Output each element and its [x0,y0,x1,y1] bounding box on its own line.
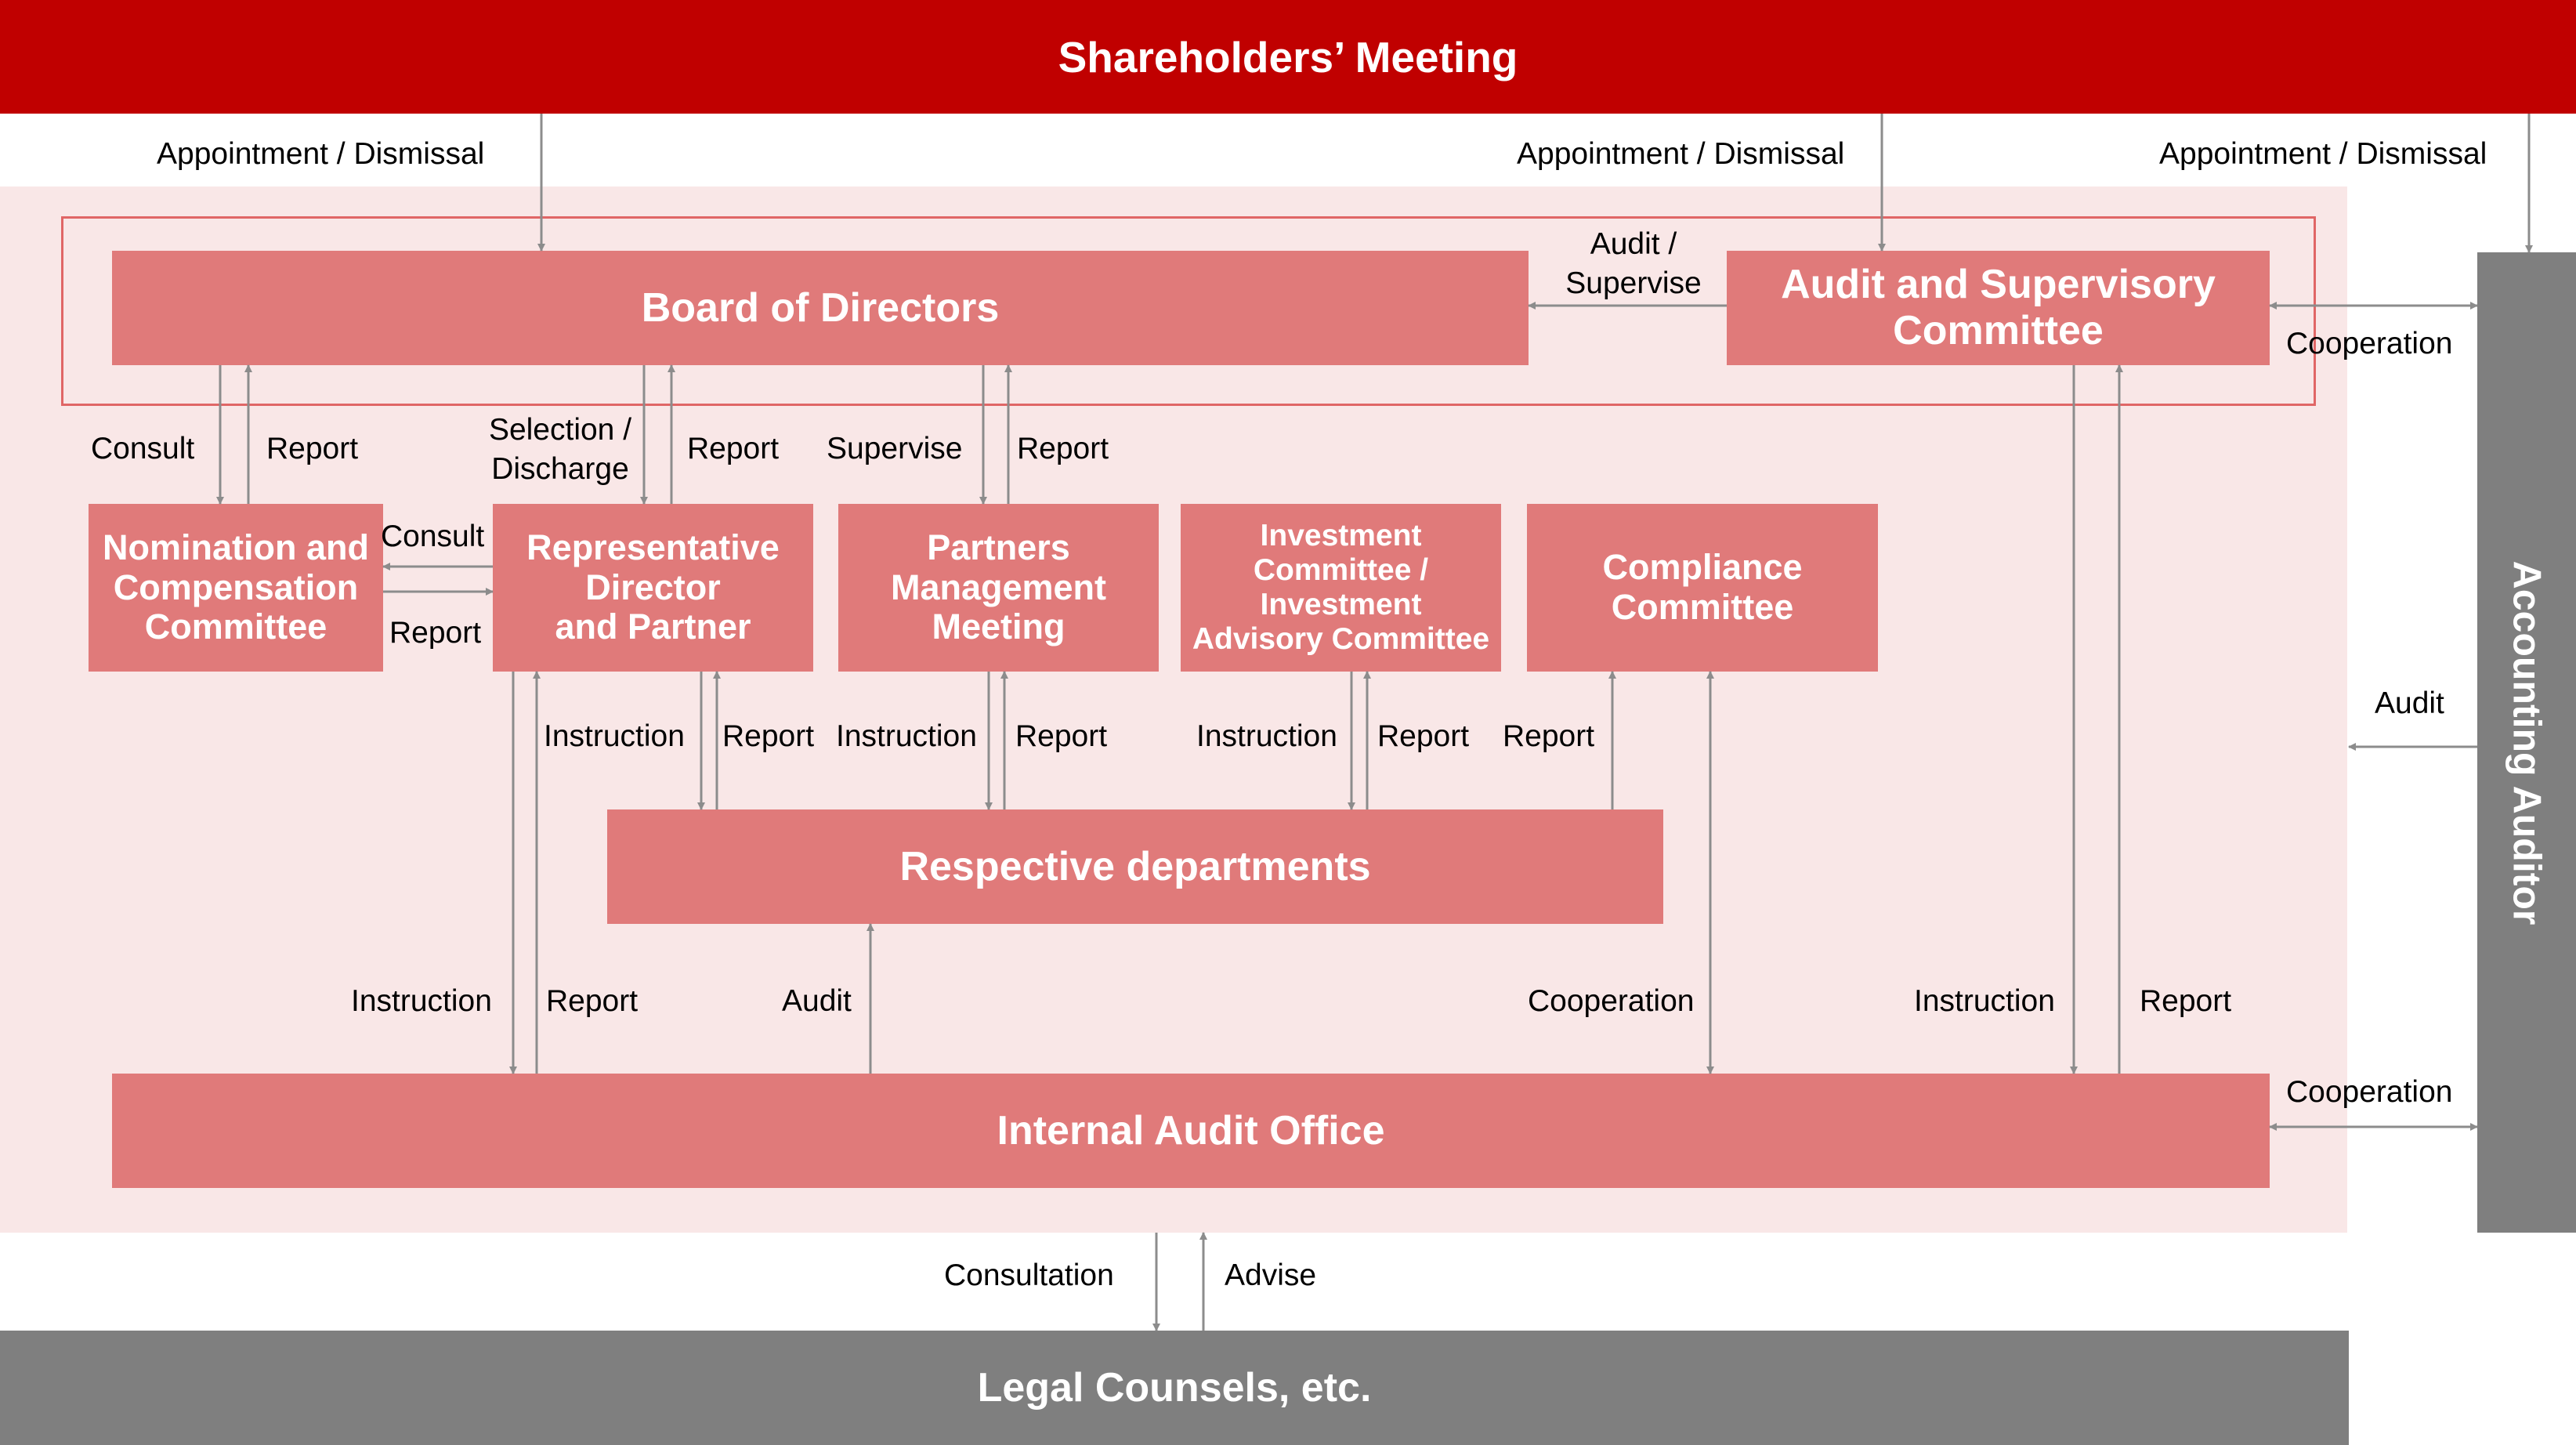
label-appoint-audit: Appointment / Dismissal [1517,137,1845,171]
label-report-dept-pm: Report [1015,719,1108,753]
legal-counsels-box: Legal Counsels, etc. [0,1331,2349,1445]
compliance-line1: Compliance [1602,547,1803,588]
investment-line2: Committee / [1253,552,1429,587]
label-instruction-pm: Instruction [836,719,977,753]
shareholders-meeting-box: Shareholders’ Meeting [0,0,2576,114]
label-instruction-inv: Instruction [1196,719,1337,753]
board-of-directors-box: Board of Directors [112,251,1529,365]
shareholders-meeting-label: Shareholders’ Meeting [1058,32,1518,81]
label-selection: Selection / Discharge [474,411,646,489]
label-audit-dept: Audit [782,984,852,1018]
audit-supervisory-committee-box: Audit and Supervisory Committee [1727,251,2270,365]
label-audit-supervise-2: Supervise [1565,266,1702,300]
audit-committee-line2: Committee [1893,308,2104,353]
label-consult-mid: Consult [381,520,485,553]
label-consult-nom: Consult [91,432,195,465]
label-appoint-auditor: Appointment / Dismissal [2159,137,2487,171]
partners-management-meeting-box: Partners Management Meeting [838,504,1159,672]
label-audit-supervise-1: Audit / [1590,227,1677,261]
nomination-line1: Nomination and [103,527,369,567]
investment-line1: Investment [1260,518,1422,552]
respective-departments-label: Respective departments [899,843,1371,889]
nomination-line2: Compensation [113,567,359,607]
nomination-compensation-committee-box: Nomination and Compensation Committee [89,504,383,672]
representative-line2: Director [585,567,721,607]
label-selection-1: Selection / [488,413,632,447]
label-report-nom: Report [266,432,359,465]
label-report-dept-inv: Report [1377,719,1470,753]
label-consultation: Consultation [944,1258,1114,1292]
label-supervise-pm: Supervise [827,432,963,465]
representative-line1: Representative [526,527,780,567]
legal-counsels-label: Legal Counsels, etc. [977,1365,1372,1411]
partners-line2: Management [890,567,1107,607]
label-report-iao: Report [546,984,639,1018]
board-frame [61,216,2316,406]
investment-line4: Advisory Committee [1192,622,1490,657]
nomination-line3: Committee [144,607,327,647]
label-instruction-ac: Instruction [1914,984,2055,1018]
label-report-rep: Report [687,432,780,465]
compliance-line2: Committee [1611,587,1794,627]
label-report-mid: Report [389,616,482,650]
label-report-pm: Report [1017,432,1109,465]
respective-departments-box: Respective departments [607,809,1663,924]
label-instruction-iao: Instruction [351,984,492,1018]
internal-audit-office-box: Internal Audit Office [112,1074,2270,1188]
internal-audit-office-label: Internal Audit Office [997,1107,1385,1153]
label-audit-supervise: Audit / Supervise [1551,225,1716,303]
label-cooperation-bottom: Cooperation [2286,1075,2453,1109]
investment-line3: Investment [1260,588,1422,621]
label-report-comp: Report [1503,719,1595,753]
label-audit-side: Audit [2375,686,2444,720]
representative-line3: and Partner [555,607,751,647]
label-report-ac: Report [2140,984,2232,1018]
label-cooperation-comp: Cooperation [1528,984,1695,1018]
board-of-directors-label: Board of Directors [641,284,1000,331]
investment-committee-box: Investment Committee / Investment Adviso… [1181,504,1501,672]
audit-committee-line1: Audit and Supervisory [1781,262,2216,308]
label-selection-2: Discharge [491,452,629,486]
representative-director-box: Representative Director and Partner [493,504,813,672]
label-advise: Advise [1225,1258,1317,1292]
accounting-auditor-box: Accounting Auditor [2477,252,2576,1233]
label-report-dept-rep: Report [722,719,815,753]
label-appoint-board: Appointment / Dismissal [157,137,485,171]
compliance-committee-box: Compliance Committee [1527,504,1878,672]
partners-line3: Meeting [932,607,1065,647]
label-instruction-rep: Instruction [544,719,685,753]
partners-line1: Partners [927,527,1070,567]
label-cooperation-top: Cooperation [2286,327,2453,360]
